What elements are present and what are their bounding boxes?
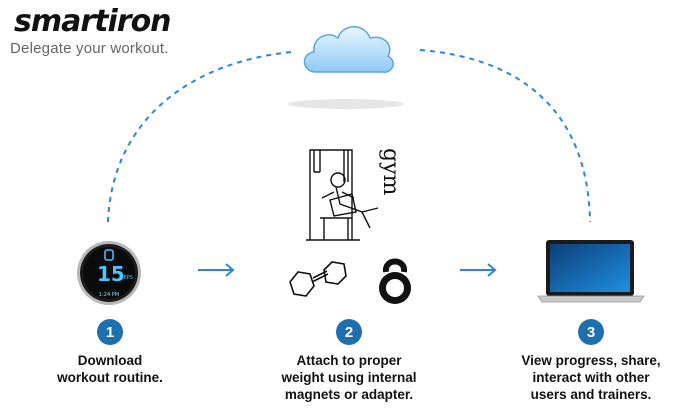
watch-rep-count: 15 <box>97 262 125 286</box>
watch-time: 1:24 PM <box>99 292 119 298</box>
gym-label: gym <box>378 148 396 196</box>
step-3-text: View progress, share, interact with othe… <box>521 353 661 402</box>
left-dashed-arc <box>107 51 293 223</box>
kettlebell-icon <box>379 258 411 304</box>
dumbbell-icon <box>289 261 347 297</box>
brand-logo: smartiron <box>14 4 172 39</box>
smartwatch-icon: 15 REPS 1:24 PM <box>77 241 141 305</box>
arrow-right-icon <box>198 263 235 277</box>
arrow-right-icon <box>460 263 497 277</box>
brand-tagline: Delegate your workout. <box>10 40 169 57</box>
laptop-icon <box>537 240 645 303</box>
gym-machine-icon: gym <box>306 148 396 241</box>
cloud-icon <box>303 26 394 73</box>
step-2-number: 2 <box>336 319 362 345</box>
step-2-text: Attach to proper weight using internal m… <box>281 353 417 402</box>
watch-unit: REPS <box>120 275 133 281</box>
step-1-text: Download workout routine. <box>57 353 163 385</box>
cloud-shadow <box>288 99 404 109</box>
step-3-number: 3 <box>578 319 604 345</box>
right-dashed-arc <box>419 49 591 223</box>
step-1-number: 1 <box>97 319 123 345</box>
